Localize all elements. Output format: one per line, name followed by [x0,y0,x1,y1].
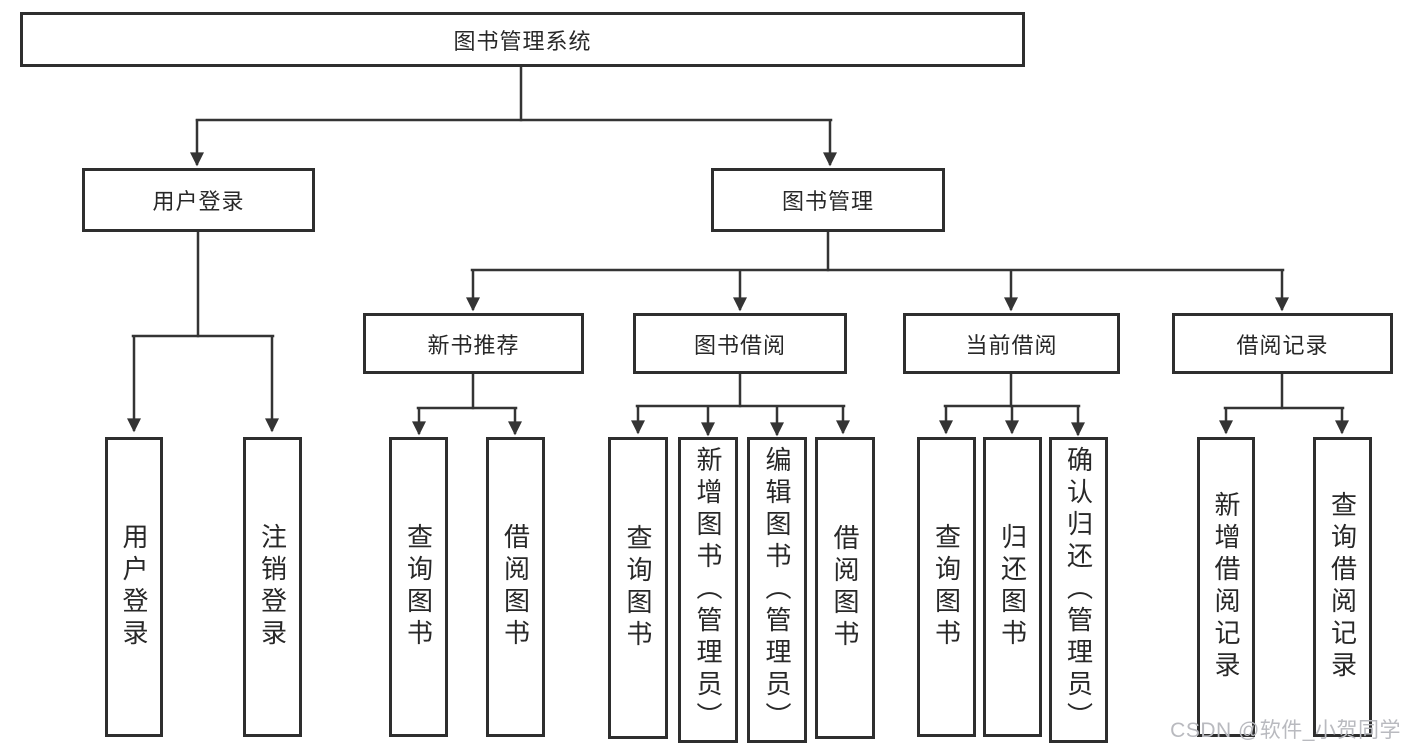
connector-current-borrowing-children [939,370,1085,437]
node-label: 归还图书 [997,523,1028,651]
node-label: 用户登录 [119,523,149,651]
node-label: 查询图书 [931,523,962,651]
node-label: 新增借阅记录 [1211,491,1241,683]
node-br-query-borrow-record: 查询借阅记录 [1313,437,1372,737]
node-label: 当前借阅 [965,332,1058,358]
node-nbr-borrow-books: 借阅图书 [486,437,545,737]
node-bb-query-books: 查询图书 [608,437,668,739]
node-user-login-group: 用户登录 [82,168,315,232]
node-book-borrowing: 图书借阅 [633,313,847,374]
node-user-login: 用户登录 [105,437,163,737]
node-label: 图书借阅 [693,332,786,358]
connector-borrowing-records-children [1219,370,1349,435]
node-label: 用户登录 [152,189,245,214]
node-br-add-borrow-record: 新增借阅记录 [1197,437,1255,737]
node-label: 新增图书（管理员） [693,446,723,734]
node-label: 借阅图书 [500,523,531,651]
node-new-book-recommend: 新书推荐 [363,313,584,374]
connector-book-management-children [466,228,1289,312]
node-logout-login: 注销登录 [243,437,302,737]
node-label: 借阅记录 [1236,332,1329,358]
node-label: 查询借阅记录 [1327,491,1358,683]
node-cb-query-books: 查询图书 [917,437,976,737]
node-bb-edit-books-admin: 编辑图书（管理员） [747,437,807,743]
connector-new-book-recommend-children [412,370,522,436]
node-borrowing-records: 借阅记录 [1172,313,1393,374]
node-label: 查询图书 [403,523,434,651]
node-label: 查询图书 [623,524,653,652]
node-nbr-query-books: 查询图书 [389,437,448,737]
node-cb-confirm-return-admin: 确认归还（管理员） [1049,437,1108,743]
node-label: 注销登录 [257,523,288,651]
connector-user-login-children [127,228,279,433]
node-current-borrowing: 当前借阅 [903,313,1120,374]
node-label: 确认归还（管理员） [1063,446,1094,734]
node-label: 借阅图书 [830,524,860,652]
node-cb-return-books: 归还图书 [983,437,1042,737]
node-bb-add-books-admin: 新增图书（管理员） [678,437,738,743]
connector-root-to-level2 [190,63,837,167]
node-label: 新书推荐 [427,332,520,358]
node-book-management: 图书管理 [711,168,945,232]
node-library-management-system: 图书管理系统 [20,12,1025,67]
node-label: 图书管理系统 [453,28,592,54]
node-label: 图书管理 [781,189,874,214]
node-label: 编辑图书（管理员） [762,446,792,734]
node-bb-borrow-books: 借阅图书 [815,437,875,739]
csdn-watermark: CSDN @软件_小贺同学 [1170,719,1401,742]
connector-book-borrowing-children [631,370,850,437]
